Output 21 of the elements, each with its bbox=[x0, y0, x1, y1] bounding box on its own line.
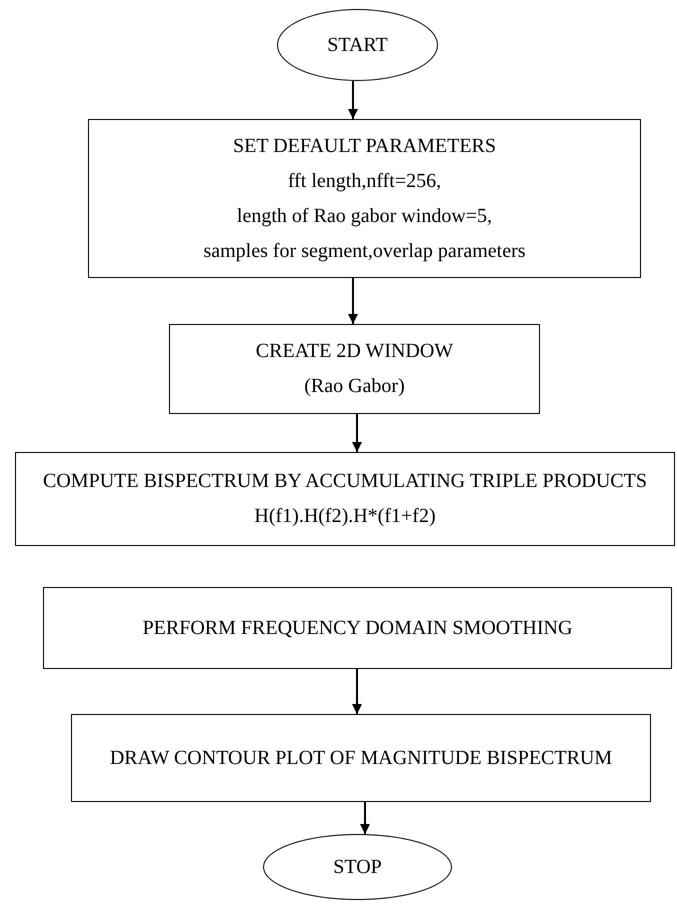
arrow bbox=[348, 81, 358, 119]
step-title: SET DEFAULT PARAMETERS bbox=[232, 134, 496, 158]
step-detail: fft length,nfft=256, bbox=[288, 168, 442, 194]
process-box bbox=[43, 587, 672, 669]
step-detail: (Rao Gabor) bbox=[304, 374, 405, 399]
arrow bbox=[348, 278, 358, 324]
process-box bbox=[71, 714, 651, 802]
process-box bbox=[88, 119, 641, 278]
step-title: DRAW CONTOUR PLOT OF MAGNITUDE BISPECTRUM bbox=[110, 746, 612, 770]
step-title: CREATE 2D WINDOW bbox=[256, 339, 454, 364]
process-box bbox=[15, 452, 675, 546]
step-title: PERFORM FREQUENCY DOMAIN SMOOTHING bbox=[142, 616, 572, 640]
step-detail: length of Rao gabor window=5, bbox=[236, 204, 492, 228]
arrow bbox=[352, 414, 362, 452]
process-box bbox=[169, 324, 540, 414]
step-detail: samples for segment,overlap parameters bbox=[203, 238, 526, 264]
step-title: COMPUTE BISPECTRUM BY ACCUMULATING TRIPLE PRODUCTS H(f1).H(f2).H*(f1+f2) bbox=[42, 469, 648, 529]
arrow bbox=[360, 802, 370, 834]
arrow bbox=[352, 669, 362, 714]
step-title: STOP bbox=[333, 854, 382, 880]
step-title: START bbox=[327, 32, 388, 58]
